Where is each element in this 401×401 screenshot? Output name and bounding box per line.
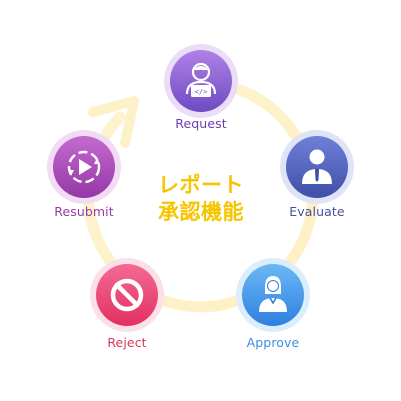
step-reject[interactable] xyxy=(88,256,166,334)
prohibited-icon xyxy=(90,258,164,332)
svg-text:</>: </> xyxy=(195,88,208,96)
businesswoman-icon xyxy=(236,258,310,332)
businessman-icon xyxy=(280,130,354,204)
step-approve[interactable] xyxy=(234,256,312,334)
step-evaluate[interactable] xyxy=(278,128,356,206)
developer-person-icon: </> xyxy=(164,44,238,118)
center-title-line1: レポート xyxy=(158,173,244,197)
step-approve-label: Approve xyxy=(246,335,300,350)
step-request[interactable]: </> xyxy=(162,42,240,120)
step-resubmit[interactable] xyxy=(45,128,123,206)
center-title: レポート 承認機能 xyxy=(140,172,262,226)
play-cycle-icon xyxy=(47,130,121,204)
step-resubmit-label: Resubmit xyxy=(54,204,114,219)
center-title-line2: 承認機能 xyxy=(158,200,244,224)
step-request-label: Request xyxy=(175,116,227,131)
cycle-arrow-icon xyxy=(88,96,139,148)
step-evaluate-label: Evaluate xyxy=(289,204,345,219)
step-reject-label: Reject xyxy=(107,335,147,350)
